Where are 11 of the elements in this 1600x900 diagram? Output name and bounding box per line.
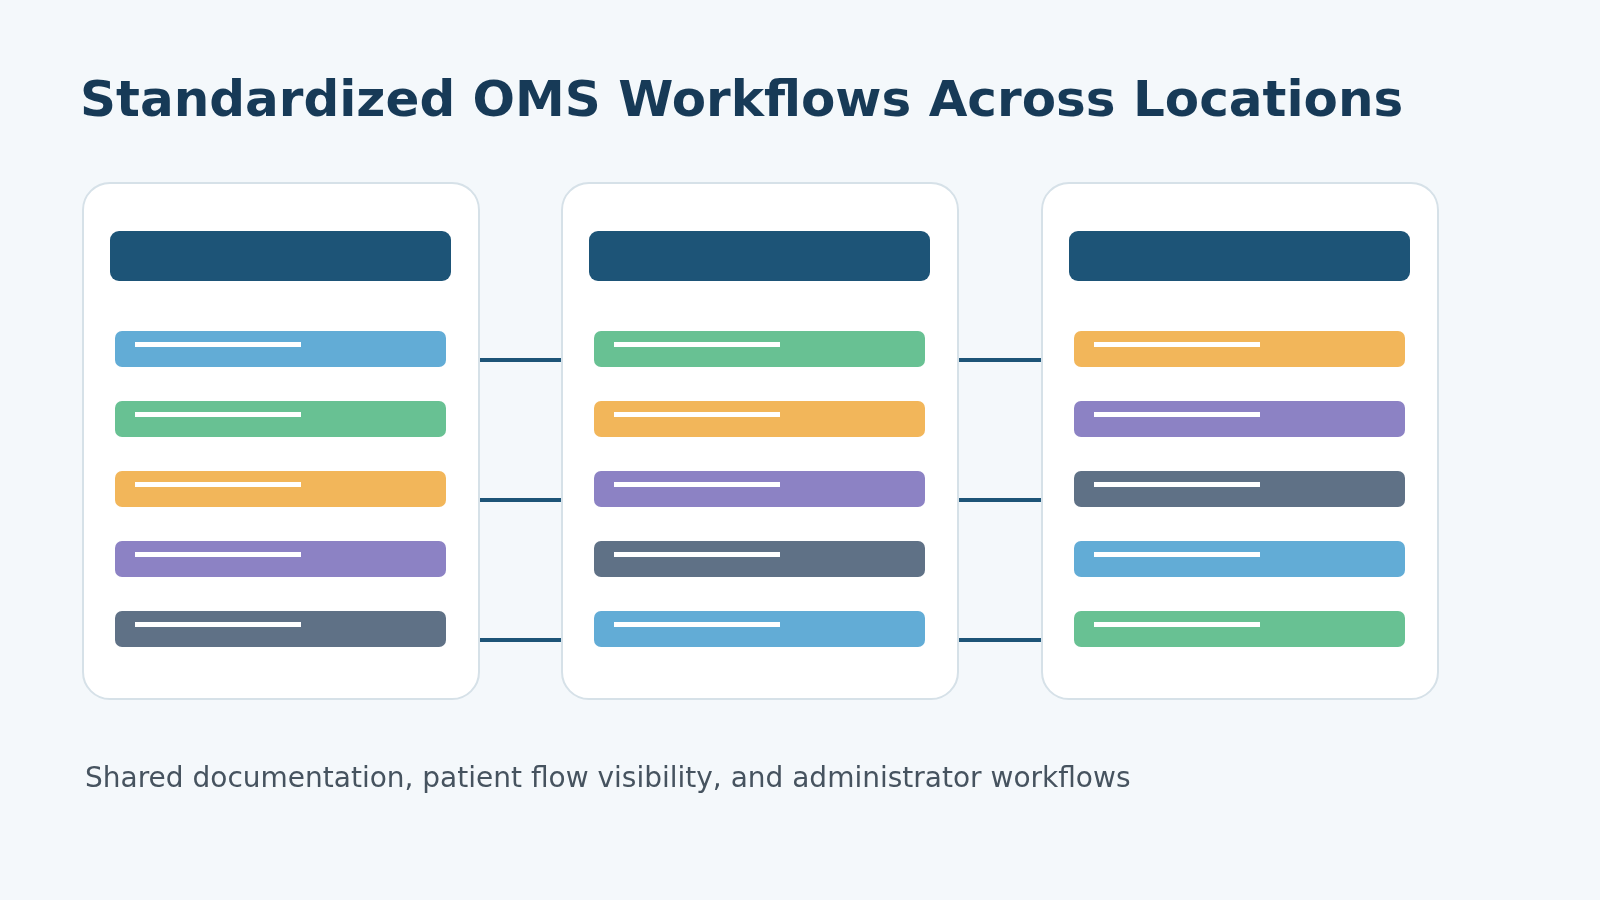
- caption: Shared documentation, patient flow visibility, and administrator workflows: [85, 761, 1131, 794]
- connector-line: [959, 358, 1041, 362]
- connector-line: [959, 498, 1041, 502]
- panel-card: [561, 182, 959, 700]
- panel-card: [1041, 182, 1439, 700]
- panel-card: [82, 182, 480, 700]
- connector-line: [480, 358, 561, 362]
- connector-line: [480, 638, 561, 642]
- connector-line: [480, 498, 561, 502]
- title: Standardized OMS Workflows Across Locations: [80, 70, 1404, 128]
- connector-line: [959, 638, 1041, 642]
